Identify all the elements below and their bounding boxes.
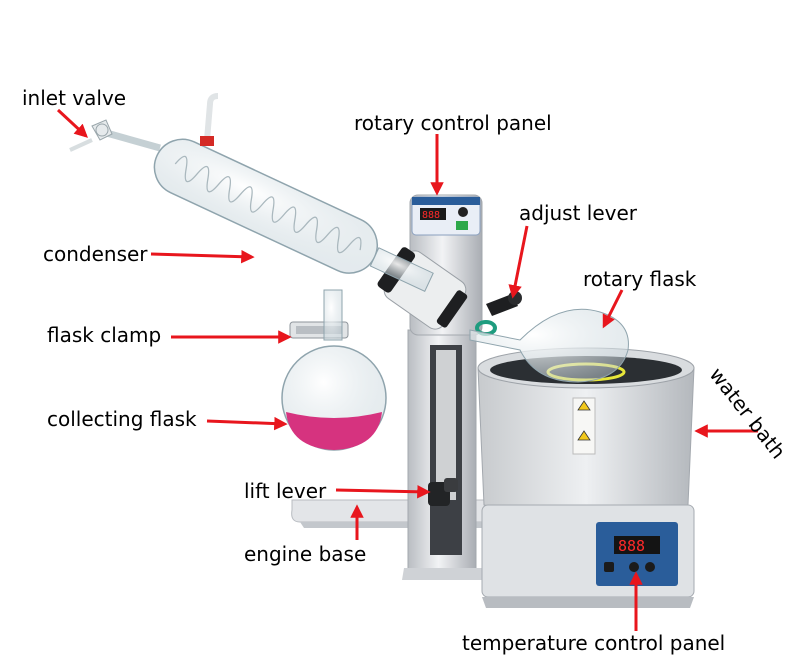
lift-column	[402, 329, 484, 580]
arrow-inlet-valve	[56, 108, 88, 138]
label-collecting-flask: collecting flask	[47, 407, 197, 431]
rotary-control-panel: 888	[420, 207, 468, 230]
label-temperature-control-panel: temperature control panel	[462, 631, 726, 655]
collecting-flask	[281, 289, 387, 451]
temperature-control-panel: 888	[596, 522, 678, 586]
adjust-lever	[486, 291, 522, 316]
label-inlet-valve: inlet valve	[22, 86, 127, 110]
rotary-flask	[469, 308, 629, 383]
label-flask-clamp: flask clamp	[47, 323, 162, 347]
condenser	[102, 93, 434, 292]
label-rotary-control-panel: rotary control panel	[354, 111, 552, 135]
rotary-display-readout: 888	[422, 210, 440, 221]
label-condenser: condenser	[43, 242, 148, 266]
arrow-condenser	[150, 249, 255, 264]
inlet-valve	[69, 119, 113, 152]
callout-arrows	[56, 108, 758, 631]
label-rotary-flask: rotary flask	[583, 267, 697, 291]
lift-lever	[428, 478, 458, 506]
label-engine-base: engine base	[244, 542, 367, 566]
arrow-rotary-flask	[602, 289, 624, 329]
arrow-collecting-flask	[206, 416, 288, 431]
temperature-display-readout: 888	[618, 537, 645, 555]
arrow-adjust-lever	[508, 225, 529, 299]
label-lift-lever: lift lever	[244, 479, 327, 503]
arrow-lift-lever	[335, 485, 431, 499]
label-adjust-lever: adjust lever	[519, 201, 638, 225]
